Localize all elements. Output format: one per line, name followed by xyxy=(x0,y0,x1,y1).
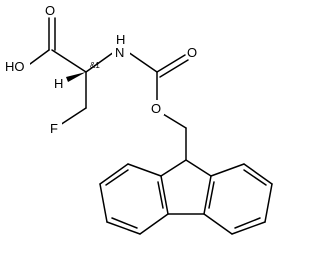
atom-h-stereo: H xyxy=(54,76,63,91)
molecule-diagram: O HO H &1 H N F O O xyxy=(4,2,273,235)
atom-n: N xyxy=(115,45,124,60)
atom-hydroxyl: HO xyxy=(5,59,25,74)
bond-c9-c9a xyxy=(160,159,187,177)
atom-o-ester: O xyxy=(151,101,161,116)
atom-fluorine: F xyxy=(50,121,58,136)
bond-l-inner-3 xyxy=(105,169,129,186)
bond-r2 xyxy=(203,213,233,235)
bond-wedge-h xyxy=(66,72,86,82)
bond-c9-c8a xyxy=(185,159,212,177)
bond-l4 xyxy=(99,183,108,223)
atom-o-acid: O xyxy=(45,3,55,18)
bond-l2 xyxy=(139,213,169,235)
bond-ccarb-o-double-a xyxy=(156,54,186,73)
bond-l5 xyxy=(99,163,129,185)
atom-labels: O HO H &1 H N F O O xyxy=(4,2,200,136)
stereo-flag: &1 xyxy=(90,61,100,70)
bond-l1 xyxy=(160,175,169,215)
bond-l6 xyxy=(127,163,162,177)
bond-c1-calpha xyxy=(51,49,87,73)
bond-calpha-n xyxy=(85,51,115,73)
structure-canvas: O HO H &1 H N F O O xyxy=(4,2,273,235)
bond-r-inner-1 xyxy=(208,181,215,209)
bond-r1 xyxy=(203,175,212,215)
bond-n-ccarb xyxy=(127,51,158,73)
bond-r6 xyxy=(210,163,245,177)
bond-r-inner-2 xyxy=(234,217,261,229)
bond-r3 xyxy=(231,221,266,235)
bond-l3 xyxy=(106,221,141,235)
bond-r4 xyxy=(264,183,273,223)
bonds xyxy=(29,17,273,235)
atom-n-h: H xyxy=(116,32,125,47)
bond-ccarb-o-double-b xyxy=(159,59,189,78)
atom-o-carbonyl: O xyxy=(187,45,197,60)
bond-r-inner-3 xyxy=(243,169,267,186)
bond-l-inner-1 xyxy=(157,181,164,209)
bond-r5 xyxy=(243,163,273,185)
bond-ch2-f xyxy=(59,107,87,126)
bond-c1-oh xyxy=(29,49,50,65)
bond-oester-ch2 xyxy=(162,113,187,129)
bond-l-inner-2 xyxy=(111,217,138,229)
